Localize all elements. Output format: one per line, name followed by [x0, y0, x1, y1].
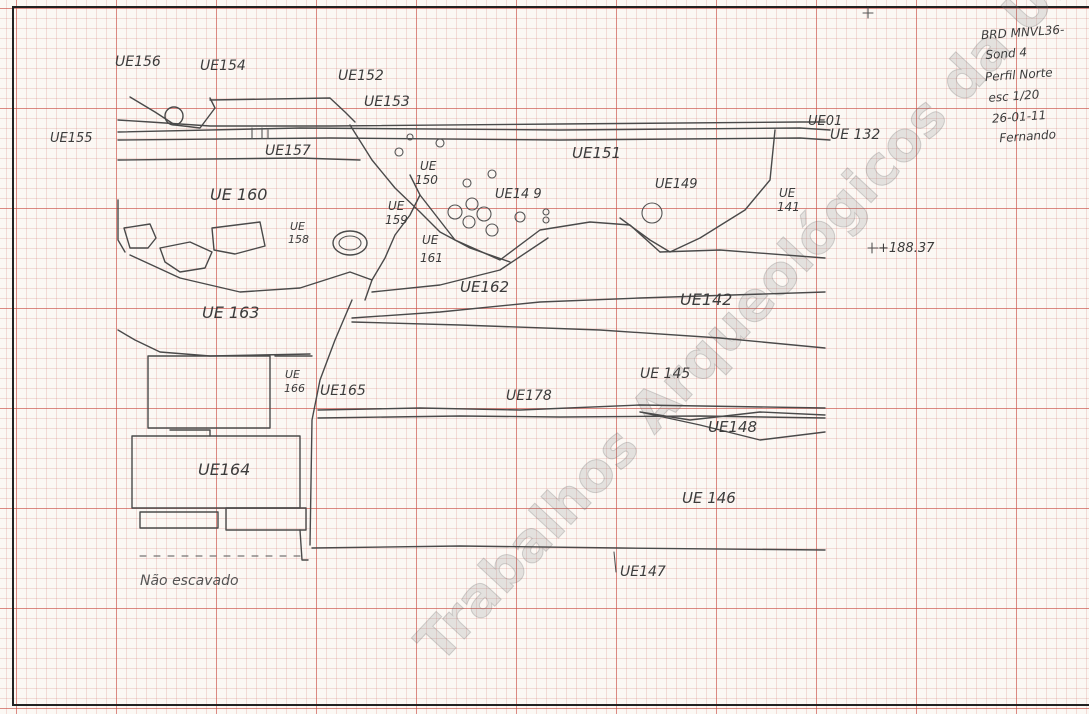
stone-1	[123, 223, 157, 249]
base-line-ue132	[117, 137, 831, 141]
ue159-cut	[364, 174, 421, 301]
label-ue166-b: 166	[284, 382, 305, 395]
left-edge-cut	[117, 199, 126, 253]
label-ue147: UE147	[620, 564, 666, 580]
stone-2	[159, 241, 213, 273]
ue158-pit	[332, 230, 368, 256]
ue148-lens	[639, 411, 826, 441]
label-ue159-b: 159	[385, 213, 408, 227]
label-ue158-a: UE	[290, 220, 305, 233]
label-ue161-a: UE	[422, 233, 439, 247]
ue141-base	[659, 249, 826, 259]
label-ue178: UE178	[506, 388, 552, 404]
ue151-cut-left	[349, 124, 511, 263]
surface-line-ue155	[117, 119, 826, 127]
ue178-line	[317, 415, 826, 419]
label-ue163: UE 163	[202, 303, 259, 322]
ue147-marker	[613, 551, 617, 573]
ue163-boundary	[129, 254, 373, 293]
ue154-cut	[129, 96, 216, 129]
label-ue132: UE 132	[830, 127, 880, 143]
top-cross	[862, 7, 874, 19]
pebbles-ue150	[394, 133, 497, 188]
ue152-lens	[209, 97, 356, 123]
label-ue166-a: UE	[285, 368, 300, 381]
header-line-6: Fernando	[999, 127, 1057, 145]
label-ue148: UE148	[708, 418, 757, 436]
wall-block-ue164-cap	[169, 429, 211, 437]
ue157-line	[117, 157, 361, 161]
pebbles-ue149	[447, 197, 663, 237]
label-ue156: UE156	[115, 54, 161, 70]
header-line-5: 26-01-11	[991, 108, 1046, 126]
label-ue157: UE157	[265, 143, 311, 159]
label-ue162: UE162	[460, 278, 509, 296]
label-ue159-a: UE	[388, 199, 405, 213]
label-ue150-a: UE	[420, 159, 437, 173]
footer-note: Não escavado	[140, 573, 239, 589]
label-ue153: UE153	[364, 94, 410, 110]
watermark: Trabalhos Arqueológicos da U.M.	[403, 0, 1089, 674]
label-ue165: UE165	[320, 383, 366, 399]
ue145-base	[317, 404, 826, 411]
ue163-base	[117, 329, 311, 357]
wall-block-ue166	[147, 355, 271, 429]
wall-block-lower-a	[139, 511, 219, 529]
label-ue146: UE 146	[682, 489, 736, 507]
ue162-lower	[371, 237, 549, 293]
label-ue149-a: UE14 9	[495, 187, 542, 202]
ue166-edge	[274, 355, 313, 561]
ue154-pit	[164, 106, 184, 126]
label-ue01: UE01	[808, 114, 842, 129]
ue142-top	[351, 291, 826, 319]
header-line-4: esc 1/20	[988, 87, 1040, 105]
height-mark: +188.37	[878, 241, 935, 256]
ue165-cut	[309, 299, 353, 546]
stone-3	[211, 221, 266, 255]
label-ue141-b: 141	[777, 200, 800, 214]
height-tick	[867, 242, 879, 254]
wall-block-lower-b	[225, 507, 307, 531]
label-ue160: UE 160	[210, 185, 267, 204]
label-ue164: UE164	[198, 460, 250, 479]
ue142-base	[351, 321, 826, 349]
label-ue161-b: 161	[420, 251, 443, 265]
label-ue145: UE 145	[640, 366, 690, 382]
label-ue154: UE154	[200, 58, 246, 74]
label-ue152: UE152	[338, 68, 384, 84]
surface-line-ue01	[117, 127, 831, 133]
header-line-3: Perfil Norte	[985, 65, 1054, 84]
ue157-marker	[251, 127, 269, 139]
label-ue150-b: 150	[415, 173, 438, 187]
label-ue142: UE142	[680, 290, 732, 309]
label-ue141-a: UE	[779, 186, 796, 200]
header-line-2: Sond 4	[985, 45, 1028, 62]
sheet-border	[12, 6, 1089, 706]
ue147-base	[311, 545, 826, 551]
sheet-header: BRD MNVL36- Sond 4 Perfil Norte esc 1/20…	[981, 22, 1065, 145]
wall-block-ue164	[131, 435, 301, 509]
label-ue151: UE151	[572, 144, 621, 162]
ue149-cut	[619, 129, 776, 253]
label-ue158-b: 158	[288, 233, 309, 246]
header-line-1: BRD MNVL36-	[981, 22, 1065, 42]
label-ue149-b: UE149	[655, 177, 698, 192]
ue158-pit-inner	[338, 235, 362, 251]
label-ue155: UE155	[50, 131, 93, 146]
